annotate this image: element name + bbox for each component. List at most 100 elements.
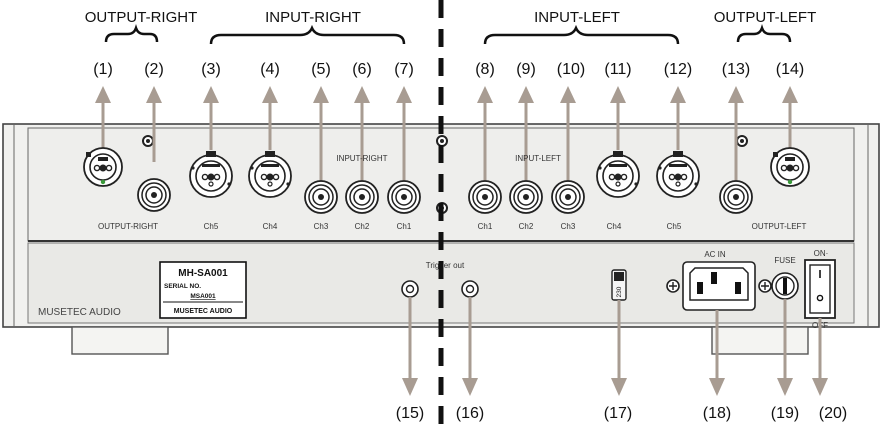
callout-18: (18) (703, 405, 731, 422)
xlr-output-left[interactable] (770, 147, 810, 187)
ac-in-label: AC IN (704, 250, 726, 259)
callout-7: (7) (394, 61, 414, 78)
bottom-arrow-19 (777, 299, 793, 396)
xlr-input-left-ch4[interactable] (596, 151, 640, 198)
callout-11: (11) (604, 61, 631, 78)
callout-1: (1) (93, 61, 113, 78)
label-plate: MH-SA001 SERIAL NO. MSA001 MUSETEC AUDIO (159, 261, 247, 319)
bottom-arrow-20 (812, 318, 828, 396)
callout-12: (12) (664, 61, 692, 78)
label-plate-brand: MUSETEC AUDIO (174, 308, 233, 315)
connectors (83, 147, 810, 214)
callout-4: (4) (260, 61, 280, 78)
brace-output-left (736, 24, 792, 43)
fuse-holder[interactable] (771, 272, 799, 300)
bottom-arrows (402, 297, 828, 396)
trigger-out-jack-2[interactable] (461, 280, 479, 298)
top-callouts: (1) (2) (3) (4) (5) (6) (7) (8) (9) (10)… (93, 61, 804, 78)
trigger-out-label: Trigger out (426, 261, 465, 270)
header-output-right: OUTPUT-RIGHT (85, 9, 198, 26)
rca-input-left-ch3[interactable] (551, 180, 585, 214)
callout-2: (2) (144, 61, 164, 78)
bottom-arrow-16 (462, 297, 478, 396)
callout-8: (8) (475, 61, 495, 78)
bottom-callouts: (15) (16) (17) (18) (19) (20) (396, 405, 847, 422)
callout-3: (3) (201, 61, 221, 78)
foot-right (711, 326, 809, 355)
callout-5: (5) (311, 61, 331, 78)
top-arrow-14 (782, 86, 798, 150)
ac-in-socket[interactable] (666, 261, 772, 311)
ch-label-left-3: Ch3 (561, 222, 576, 231)
top-arrow-1 (95, 86, 111, 152)
top-arrow-11 (610, 86, 626, 150)
top-arrow-3 (203, 86, 219, 150)
trigger-out-jack-1[interactable] (401, 280, 419, 298)
screw-top-left-center (146, 139, 150, 143)
panel-label-output-left: OUTPUT-LEFT (752, 222, 807, 231)
label-plate-serial-label: SERIAL NO. (164, 283, 201, 290)
ch-label-left-5: Ch5 (667, 222, 682, 231)
rca-input-left-ch2[interactable] (509, 180, 543, 214)
callout-6: (6) (352, 61, 372, 78)
callout-10: (10) (557, 61, 585, 78)
callout-9: (9) (516, 61, 536, 78)
xlr-input-right-ch4[interactable] (248, 151, 292, 198)
header-output-left: OUTPUT-LEFT (714, 9, 817, 26)
foot-left (71, 326, 169, 355)
bottom-arrow-15 (402, 297, 418, 396)
callout-13: (13) (722, 61, 750, 78)
top-arrow-2 (146, 86, 162, 162)
ch-label-right-5: Ch5 (204, 222, 219, 231)
power-switch[interactable] (804, 259, 836, 319)
label-plate-serial-value: MSA001 (190, 293, 216, 300)
panel-label-input-left: INPUT-LEFT (515, 154, 561, 163)
top-arrow-6 (354, 86, 370, 182)
callout-20: (20) (819, 405, 847, 422)
rca-input-right-ch3[interactable] (304, 180, 338, 214)
fuse-label: FUSE (774, 256, 795, 265)
top-arrow-9 (518, 86, 534, 182)
bottom-arrow-17 (611, 300, 627, 396)
callout-17: (17) (604, 405, 632, 422)
xlr-input-left-ch5[interactable] (656, 151, 700, 198)
label-plate-model: MH-SA001 (178, 268, 228, 279)
panel-label-output-right: OUTPUT-RIGHT (98, 222, 158, 231)
brace-output-right (104, 24, 159, 43)
ch-label-left-2: Ch2 (519, 222, 534, 231)
ch-label-left-4: Ch4 (607, 222, 622, 231)
top-arrows (95, 86, 798, 182)
header-input-right: INPUT-RIGHT (265, 9, 361, 26)
rca-input-right-ch2[interactable] (345, 180, 379, 214)
ch-label-left-1: Ch1 (478, 222, 493, 231)
top-arrow-7 (396, 86, 412, 182)
brand-text: MUSETEC AUDIO (38, 307, 121, 318)
voltage-selector[interactable]: 230 (611, 269, 627, 301)
ch-label-right-4: Ch4 (263, 222, 278, 231)
xlr-input-right-ch5[interactable] (189, 151, 233, 198)
top-arrow-13 (728, 86, 744, 182)
header-input-left: INPUT-LEFT (534, 9, 620, 26)
panel-label-input-right: INPUT-RIGHT (336, 154, 387, 163)
label-plate-box (159, 261, 247, 319)
rca-input-left-ch1[interactable] (468, 180, 502, 214)
voltage-selector-value: 230 (616, 286, 623, 297)
top-arrow-10 (560, 86, 576, 182)
rca-output-right[interactable] (137, 178, 171, 212)
callout-15: (15) (396, 405, 424, 422)
callout-19: (19) (771, 405, 799, 422)
ch-label-right-2: Ch2 (355, 222, 370, 231)
ch-label-right-1: Ch1 (397, 222, 412, 231)
brace-input-left (483, 24, 680, 45)
screw-top-right-dot (740, 139, 744, 143)
ch-label-right-3: Ch3 (314, 222, 329, 231)
rca-output-left[interactable] (719, 180, 753, 214)
rca-input-right-ch1[interactable] (387, 180, 421, 214)
brace-input-right (209, 24, 406, 45)
switch-on-label: ON· (814, 249, 829, 258)
top-arrow-5 (313, 86, 329, 182)
xlr-output-right[interactable] (83, 147, 123, 187)
top-arrow-12 (670, 86, 686, 150)
top-arrow-4 (262, 86, 278, 150)
top-arrow-8 (477, 86, 493, 182)
